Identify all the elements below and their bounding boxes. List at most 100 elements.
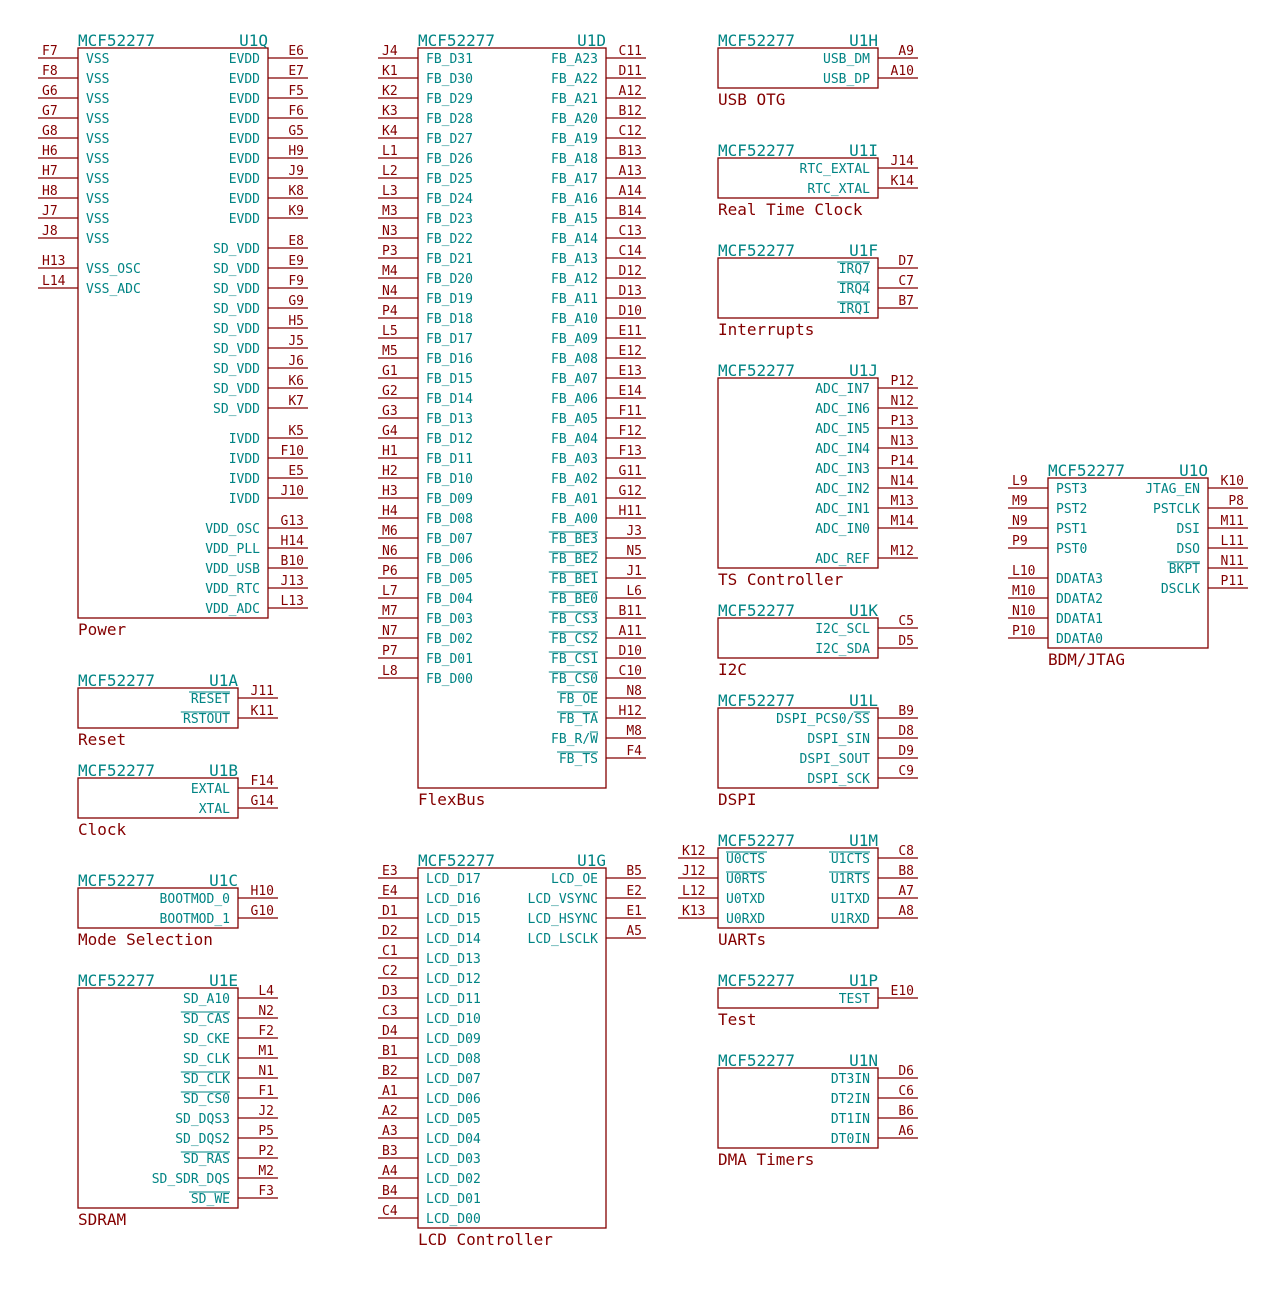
symbol-body[interactable]	[717, 847, 879, 929]
symbol-body[interactable]	[77, 777, 239, 819]
symbol-body[interactable]	[717, 617, 879, 659]
symbol-body[interactable]	[77, 47, 269, 619]
symbol-body[interactable]	[717, 157, 879, 199]
